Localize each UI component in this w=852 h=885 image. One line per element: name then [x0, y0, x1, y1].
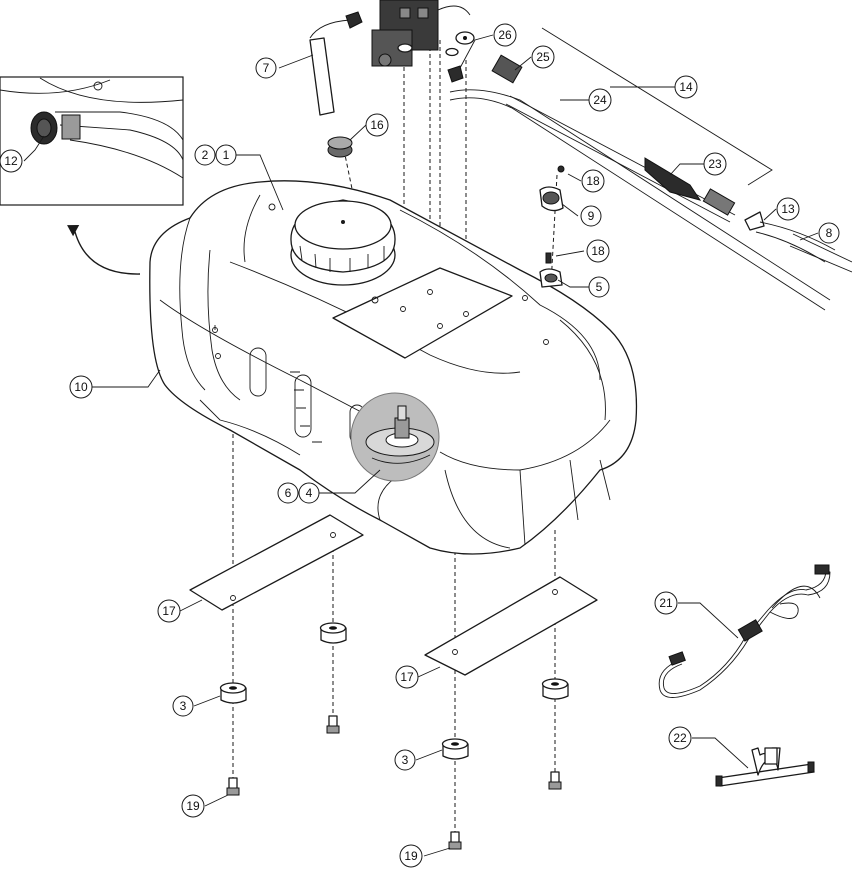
- callout-25: 25: [531, 45, 555, 69]
- callout-3-left: 3: [172, 695, 194, 717]
- arrow-head-icon: [67, 225, 80, 237]
- callout-7: 7: [255, 57, 277, 79]
- bracket-14: [541, 27, 773, 186]
- screw-18-top: [557, 165, 565, 173]
- svg-text:2: 2: [202, 148, 209, 162]
- svg-text:23: 23: [708, 157, 722, 171]
- callout-5: 5: [588, 276, 610, 298]
- svg-text:25: 25: [536, 50, 550, 64]
- svg-text:18: 18: [591, 244, 605, 258]
- callout-21: 21: [654, 591, 678, 615]
- fitting-26: [447, 65, 464, 83]
- callout-17-right: 17: [395, 665, 419, 689]
- callout-2: 2: [194, 144, 216, 166]
- svg-text:6: 6: [285, 486, 292, 500]
- wire-harness-21: [658, 564, 831, 698]
- clamp-9: [539, 186, 564, 212]
- callout-13: 13: [776, 197, 800, 221]
- svg-text:1: 1: [223, 148, 230, 162]
- svg-text:7: 7: [263, 61, 270, 75]
- svg-text:9: 9: [588, 209, 595, 223]
- svg-text:19: 19: [404, 849, 418, 863]
- callout-9: 9: [580, 205, 602, 227]
- svg-text:13: 13: [781, 202, 795, 216]
- bolt-19-d: [548, 771, 562, 790]
- callout-18-bottom: 18: [586, 239, 610, 263]
- foot-3-left-rear: [319, 622, 347, 644]
- callout-16: 16: [365, 113, 389, 137]
- mount-bar-22: [715, 747, 815, 787]
- callout-12: 12: [0, 149, 23, 173]
- strainer-16: [327, 136, 353, 158]
- bolt-19-b: [326, 715, 340, 734]
- svg-text:26: 26: [498, 28, 512, 42]
- svg-text:16: 16: [370, 118, 384, 132]
- svg-text:18: 18: [586, 174, 600, 188]
- pad-17-right: [424, 576, 598, 676]
- foot-3-right-front: [441, 738, 469, 760]
- callout-26: 26: [493, 23, 517, 47]
- spray-wand: [449, 54, 852, 311]
- svg-text:14: 14: [679, 80, 693, 94]
- hose-7: [309, 37, 335, 116]
- callout-17-left: 17: [157, 599, 181, 623]
- svg-text:8: 8: [826, 226, 833, 240]
- screw-18-bottom: [545, 252, 552, 264]
- callout-4: 4: [298, 482, 320, 504]
- svg-text:17: 17: [162, 604, 176, 618]
- leader-lines: [23, 34, 819, 857]
- svg-text:21: 21: [659, 596, 673, 610]
- svg-text:4: 4: [306, 486, 313, 500]
- drain-fitting-highlight: [350, 392, 440, 482]
- svg-text:3: 3: [180, 699, 187, 713]
- callout-10: 10: [69, 375, 93, 399]
- svg-text:17: 17: [400, 670, 414, 684]
- foot-3-left-front: [219, 682, 247, 704]
- callout-18-top: 18: [581, 169, 605, 193]
- pad-17-left: [189, 514, 364, 611]
- svg-text:3: 3: [402, 753, 409, 767]
- bolt-19-a: [226, 777, 240, 796]
- callout-19-right: 19: [399, 844, 423, 868]
- pump-assembly: [309, 0, 475, 67]
- callout-6: 6: [277, 482, 299, 504]
- foot-3-right-rear: [541, 678, 569, 700]
- spray-tank: [149, 180, 638, 555]
- callout-8: 8: [818, 222, 840, 244]
- svg-text:22: 22: [673, 731, 687, 745]
- callout-1: 1: [215, 144, 237, 166]
- callouts: 1 2 3 3 4 5 6 7 8 9 10 12 13 14 16 17 17…: [0, 23, 840, 868]
- svg-text:12: 12: [4, 154, 18, 168]
- callout-22: 22: [668, 726, 692, 750]
- svg-text:19: 19: [186, 799, 200, 813]
- inset-detail-box: [0, 76, 184, 206]
- callout-14: 14: [674, 75, 698, 99]
- svg-text:5: 5: [596, 280, 603, 294]
- bolt-19-c: [448, 831, 462, 850]
- svg-text:10: 10: [74, 380, 88, 394]
- clamp-5: [539, 268, 563, 288]
- callout-3-right: 3: [394, 749, 416, 771]
- callout-23: 23: [703, 152, 727, 176]
- svg-text:24: 24: [593, 93, 607, 107]
- inset-arrow: [73, 227, 141, 275]
- callout-19-left: 19: [181, 794, 205, 818]
- callout-24: 24: [588, 88, 612, 112]
